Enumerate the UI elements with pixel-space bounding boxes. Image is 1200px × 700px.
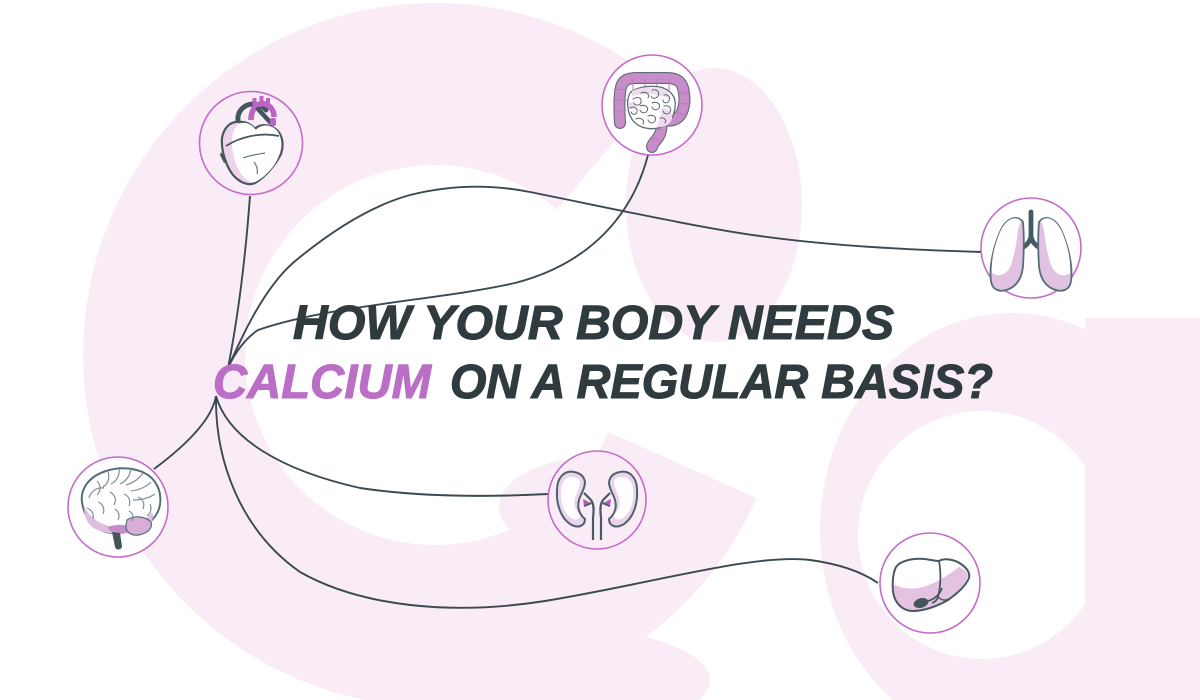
svg-text:ON A REGULAR BASIS?: ON A REGULAR BASIS?	[450, 356, 993, 409]
svg-text:CALCIUM: CALCIUM	[213, 356, 432, 409]
svg-text:HOW YOUR BODY NEEDS: HOW YOUR BODY NEEDS	[293, 297, 894, 350]
